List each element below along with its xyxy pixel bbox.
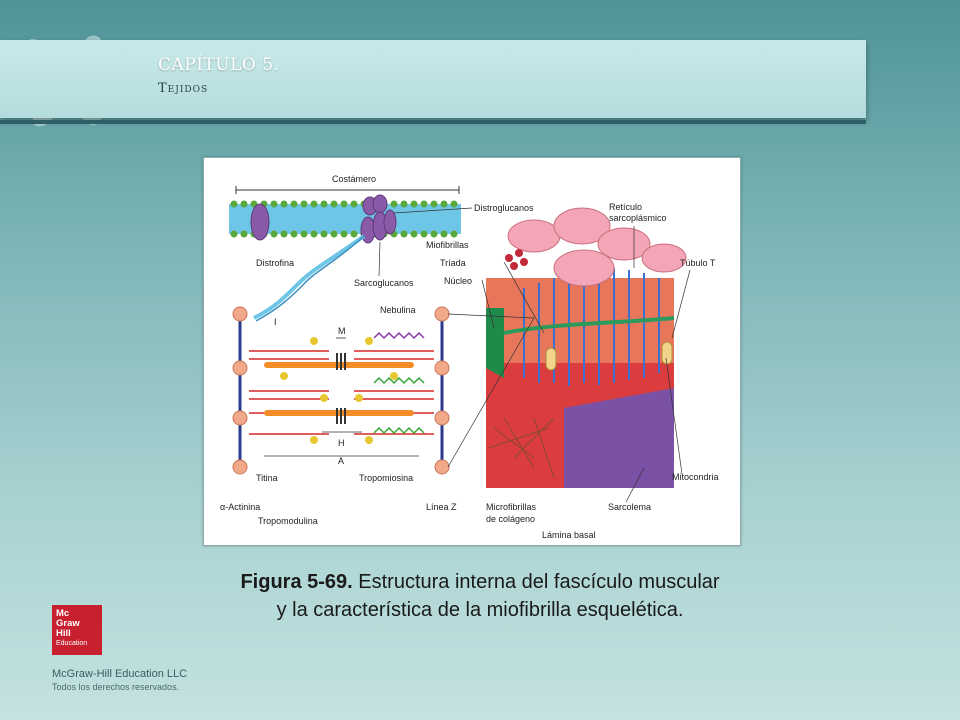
label-reticulo-2: sarcoplásmico	[609, 213, 667, 223]
label-mitocondria: Mitocondria	[672, 472, 719, 482]
label-sarcoglucanos: Sarcoglucanos	[354, 278, 414, 288]
label-titina: Titina	[256, 473, 278, 483]
caption-line-1: Estructura interna del fascículo muscula…	[352, 571, 720, 593]
label-triada: Tríada	[440, 258, 466, 268]
label-tropomiosina: Tropomiosina	[359, 473, 413, 483]
label-alfa-actinina: α-Actinina	[220, 502, 260, 512]
label-microfibrillas-2: de colágeno	[486, 514, 535, 524]
label-nebulina: Nebulina	[380, 305, 416, 315]
chapter-subtitle: Tejidos	[158, 81, 209, 96]
caption-figure-number: Figura 5-69.	[240, 571, 353, 593]
label-distrofina: Distrofina	[256, 258, 294, 268]
sarcomere-diagram	[232, 306, 450, 475]
label-sarcolema: Sarcolema	[608, 502, 651, 512]
header-divider	[0, 120, 866, 124]
label-lamina-basal: Lámina basal	[542, 530, 596, 540]
fascicle-illustration	[486, 207, 687, 488]
label-a: A	[338, 456, 344, 466]
label-reticulo-1: Retículo	[609, 202, 642, 212]
caption-line-2: y la característica de la miofibrilla es…	[276, 599, 684, 621]
label-i: I	[274, 317, 277, 327]
logo-line-4: Education	[56, 640, 88, 647]
figure-image: Costámero Distroglucanos Distrofina	[203, 157, 741, 546]
logo-line-2: Graw	[56, 618, 80, 629]
chapter-title: CAPÍTULO 5.	[158, 55, 280, 75]
logo-line-1: Mc	[56, 608, 70, 619]
mcgraw-hill-logo: Mc Graw Hill Education	[52, 605, 102, 655]
label-m: M	[338, 326, 346, 336]
label-microfibrillas-1: Microfibrillas	[486, 502, 537, 512]
label-miofibrillas: Miofibrillas	[426, 240, 469, 250]
publisher-company: McGraw-Hill Education LLC	[52, 668, 188, 680]
label-tubulo-t: Túbulo T	[680, 258, 716, 268]
label-tropomodulina: Tropomodulina	[258, 516, 318, 526]
label-costamero: Costámero	[332, 174, 376, 184]
muscle-fiber-illustration: Costámero Distroglucanos Distrofina	[220, 174, 719, 540]
label-distroglucanos: Distroglucanos	[474, 203, 534, 213]
label-nucleo: Núcleo	[444, 276, 472, 286]
figure-caption: Figura 5-69. Estructura interna del fasc…	[150, 568, 810, 624]
header-band	[0, 40, 866, 118]
logo-line-3: Hill	[56, 628, 71, 639]
label-linea-z: Línea Z	[426, 502, 457, 512]
publisher-rights: Todos los derechos reservados.	[52, 682, 180, 692]
label-h: H	[338, 438, 345, 448]
